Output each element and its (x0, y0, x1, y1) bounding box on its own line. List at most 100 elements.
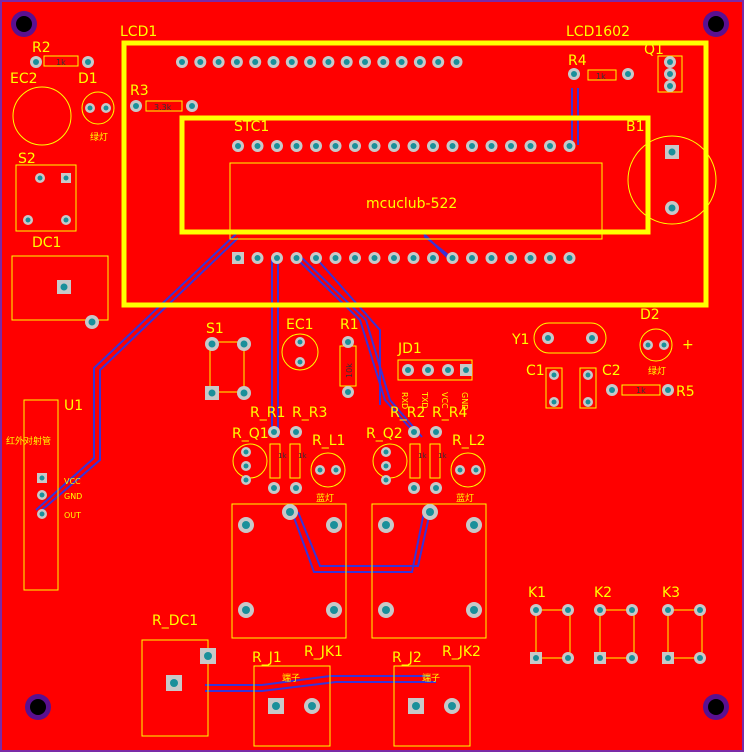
pad-hole (391, 255, 397, 261)
pad-hole (585, 372, 591, 378)
label-u1-pin-3: OUT (64, 511, 81, 520)
pad-hole (39, 475, 45, 481)
pad-hole (565, 607, 571, 613)
label-c2: C2 (602, 363, 621, 379)
label-q1: Q1 (644, 42, 664, 58)
label-k2: K2 (594, 585, 612, 601)
label-r-jk2: R_JK2 (442, 644, 481, 660)
pad-hole (527, 255, 534, 261)
label-r2: R2 (32, 40, 51, 56)
pad-hole (39, 492, 45, 498)
pad-hole (391, 143, 397, 149)
pad-hole (433, 429, 439, 435)
pad-hole (325, 59, 332, 65)
label-d2-plus: + (682, 337, 694, 353)
label-r-dc1: R_DC1 (152, 613, 198, 629)
pad-hole (25, 217, 31, 223)
pad-hole (470, 521, 478, 529)
pad-hole (665, 655, 671, 661)
label-ec1: EC1 (286, 317, 314, 333)
pad-hole (371, 255, 378, 261)
pad-hole (661, 342, 667, 348)
label-r-r4: R_R4 (432, 405, 467, 421)
pad-hole (565, 655, 571, 661)
pad-hole (343, 59, 350, 65)
pad-hole (629, 655, 635, 661)
pad-hole (63, 217, 69, 223)
pad-hole (288, 59, 295, 65)
pad-hole (33, 59, 39, 65)
pad-hole (352, 143, 358, 149)
pad-hole (243, 463, 249, 469)
label-r-jk1: R_JK1 (304, 644, 343, 660)
pad-hole (382, 606, 390, 614)
label-u1-title: 红外对射管 (6, 435, 51, 447)
label-r3: R3 (130, 83, 149, 99)
pad-hole (307, 59, 314, 65)
pad-hole (551, 372, 557, 378)
pad-hole (362, 59, 368, 65)
label-lcd1602: LCD1602 (566, 24, 630, 40)
pad-hole (533, 655, 539, 661)
label-r-r-value-1: 1k (278, 452, 287, 460)
pad-hole (63, 175, 69, 181)
pad-hole (271, 485, 277, 491)
label-b1: B1 (626, 119, 645, 135)
label-lcd1: LCD1 (120, 24, 157, 40)
pad-hole (371, 143, 378, 149)
pad-hole (235, 255, 241, 261)
pad-hole (242, 606, 250, 614)
pad-hole (410, 255, 417, 261)
pad-hole (332, 255, 339, 261)
pad-hole (425, 367, 431, 373)
pad-hole (382, 521, 390, 529)
pad-hole (589, 335, 595, 341)
pad-hole (204, 652, 212, 660)
pad-hole (508, 143, 514, 149)
pad-hole (254, 143, 261, 149)
pad-hole (308, 702, 316, 710)
label-u1: U1 (64, 398, 83, 414)
pad-hole (179, 59, 185, 65)
label-r-r3: R_R3 (292, 405, 327, 421)
pad-hole (254, 255, 261, 261)
pad-hole (445, 367, 451, 373)
label-r-r-value-4: 1k (438, 452, 447, 460)
pad-hole (665, 387, 671, 393)
label-r1-value: 10k (345, 363, 354, 378)
label-r-q2: R_Q2 (366, 426, 403, 442)
pad-hole (533, 607, 539, 613)
label-k3: K3 (662, 585, 680, 601)
pad-hole (571, 71, 577, 77)
label-d2: D2 (640, 307, 660, 323)
pad-hole (547, 255, 553, 261)
pad-hole (235, 143, 241, 149)
pad-hole (426, 508, 434, 516)
pad-hole (488, 143, 495, 149)
pad-hole (430, 255, 436, 261)
label-u1-pin-1: VCC (64, 477, 81, 486)
pad-hole (330, 521, 338, 529)
pad-hole (233, 59, 240, 65)
label-stc1: STC1 (234, 119, 269, 135)
pad-hole (330, 606, 338, 614)
pad-hole (551, 399, 557, 405)
pad-hole (170, 679, 178, 687)
mounting-holes (11, 11, 729, 720)
pad-hole (242, 521, 250, 529)
pad-hole (37, 175, 43, 181)
label-s2: S2 (18, 151, 36, 167)
pad-hole (547, 143, 553, 149)
label-r5-value: 1k (636, 386, 646, 395)
pad-hole (416, 59, 423, 65)
pad-hole (332, 143, 339, 149)
label-r3-value: 3.3k (154, 103, 172, 112)
pad-hole (293, 143, 300, 149)
label-r-r2: R_R2 (390, 405, 425, 421)
pad-hole (411, 429, 417, 435)
pad-hole (665, 607, 671, 613)
pad-hole (345, 389, 351, 395)
pad-hole (87, 105, 93, 111)
pad-hole (286, 508, 294, 516)
pad-hole (412, 702, 420, 710)
